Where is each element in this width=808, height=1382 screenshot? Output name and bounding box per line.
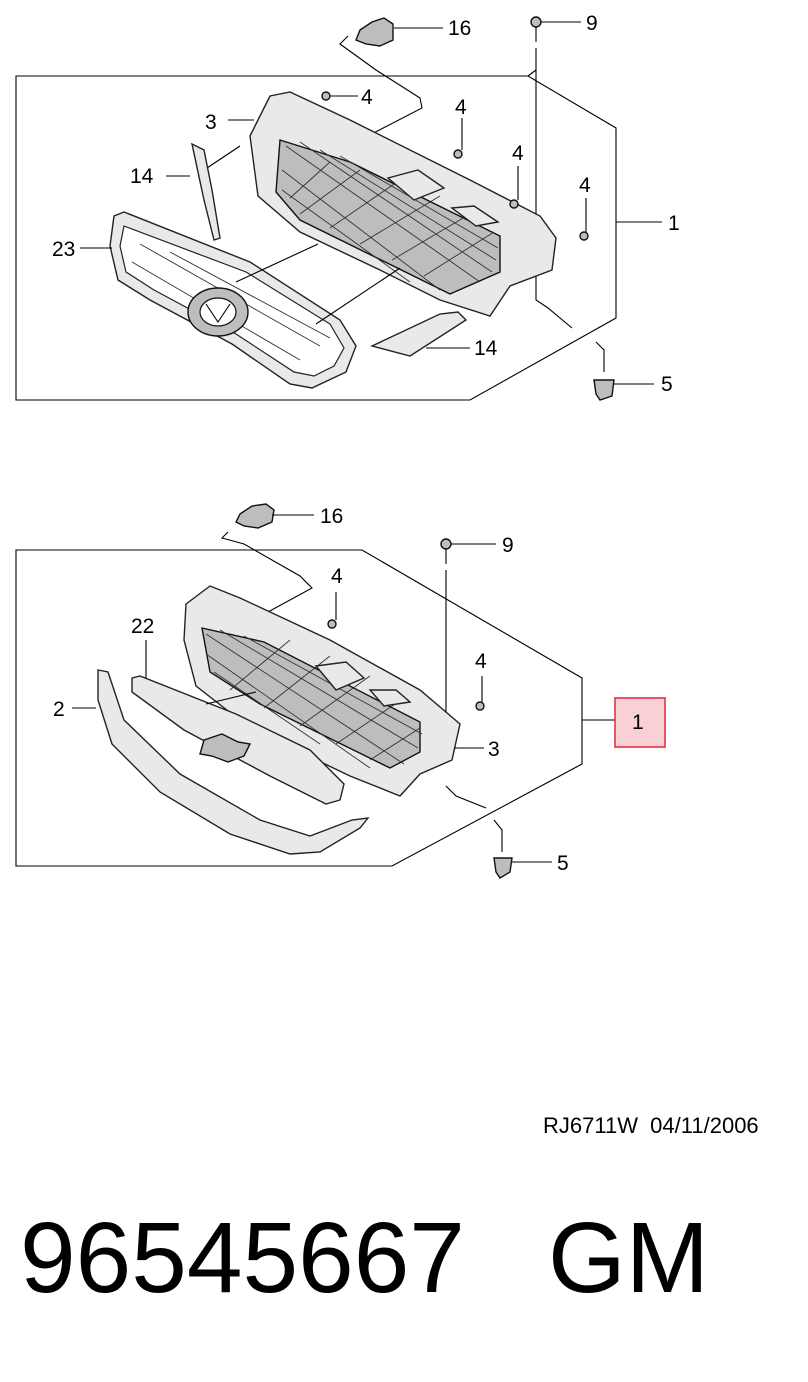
lower-callout-4b: 4 [475,650,487,673]
lower-callout-16: 16 [320,505,343,528]
lower-callout-4a: 4 [331,565,343,588]
lower-assembly: 16 9 4 22 4 2 1 3 5 [15,503,666,879]
lower-callout-3: 3 [488,738,500,761]
upper-callout-14b: 14 [474,337,498,360]
upper-screws-4 [321,91,662,241]
upper-clip-16 [339,17,443,141]
upper-callout-4c: 4 [512,142,524,165]
upper-screw-9 [527,16,581,329]
lower-strip-22 [131,640,345,805]
lower-callout-22: 22 [131,615,154,638]
lower-clip-16 [220,503,314,613]
upper-callout-4b: 4 [455,96,467,119]
upper-callout-9: 9 [586,12,598,35]
upper-callout-4a: 4 [361,86,373,109]
upper-trim-14-left [166,142,221,241]
lower-frame-outline [15,549,583,867]
upper-callout-16: 16 [448,17,471,40]
upper-callout-1: 1 [668,212,680,235]
lower-chrome-bar-2 [72,669,370,855]
upper-assembly: 16 9 4 3 4 14 4 4 1 23 14 5 [15,12,680,401]
lower-screws-4 [327,592,616,721]
part-number: 96545667 [20,1202,465,1314]
lower-clip-5 [493,819,552,879]
upper-trim-14-right [369,311,470,357]
lower-callout-9: 9 [502,534,514,557]
upper-callout-14a: 14 [130,165,154,188]
upper-callout-4d: 4 [579,174,591,197]
lower-callout-1: 1 [632,711,644,734]
upper-grille-body [203,91,557,317]
reference-code: RJ6711W 04/11/2006 [543,1113,759,1138]
upper-clip-5 [593,341,654,401]
highlight-part-1[interactable] [614,697,666,748]
lower-callout-2: 2 [53,698,65,721]
lower-screw-9 [440,538,496,809]
lower-grille-body [183,585,484,797]
brand-label: GM [548,1202,710,1314]
lower-callout-5: 5 [557,852,569,875]
upper-callout-3: 3 [205,111,217,134]
upper-grille-surround-23 [80,211,401,389]
upper-callout-5: 5 [661,373,673,396]
upper-callout-23: 23 [52,238,75,261]
